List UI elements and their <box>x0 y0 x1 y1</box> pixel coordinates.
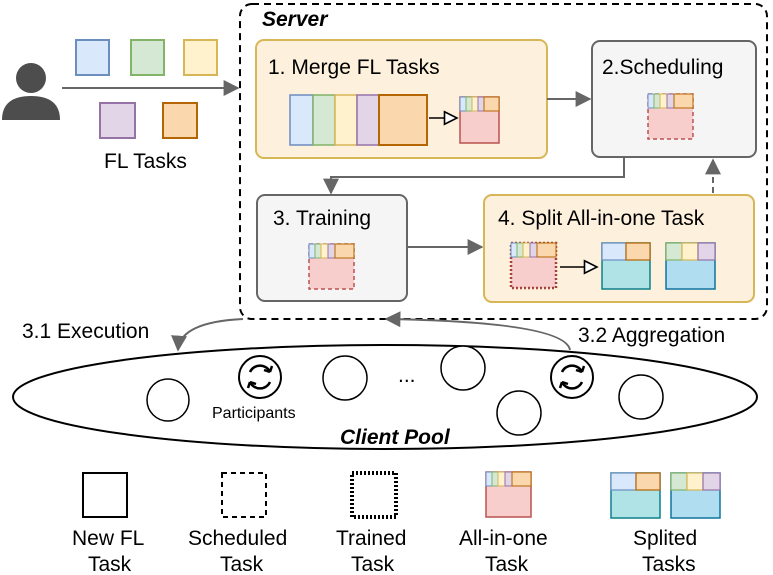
fl-tasks-label: FL Tasks <box>104 150 187 173</box>
legend-all-in-one-line1: All-in-one <box>459 527 548 550</box>
step-merge: 1. Merge FL Tasks <box>255 39 548 159</box>
legend-new-task-line2: Task <box>88 553 132 575</box>
step-split: 4. Split All-in-one Task <box>483 194 755 303</box>
legend-new-task-swatch <box>82 472 128 518</box>
legend: New FL Task Scheduled Task Trained Task … <box>72 471 721 575</box>
fl-task-purple <box>99 102 136 139</box>
server-box <box>239 3 768 320</box>
step-split-label: 4. Split All-in-one Task <box>498 207 705 230</box>
client-pool-title: Client Pool <box>340 426 451 449</box>
aggregation-arrow <box>384 311 571 351</box>
legend-split-line1: Splited <box>633 527 697 550</box>
fl-task-orange <box>162 102 198 139</box>
fl-task-green <box>130 39 165 76</box>
execution-arrow <box>171 318 244 352</box>
fl-task-blue <box>75 39 110 76</box>
legend-all-in-one-swatch <box>485 471 532 518</box>
sync-icon <box>246 364 274 390</box>
participants-label: Participants <box>212 405 296 422</box>
aggregation-label: 3.2 Aggregation <box>578 324 725 347</box>
step-training-label: 3. Training <box>273 207 371 230</box>
legend-new-task-line1: New FL <box>72 527 144 550</box>
step-scheduling: 2.Scheduling <box>591 40 757 158</box>
client-node-participant <box>238 355 282 399</box>
server-title: Server <box>262 8 329 31</box>
sync-icon <box>558 364 586 390</box>
legend-split-swatch <box>610 472 721 519</box>
legend-trained-swatch <box>350 471 398 519</box>
legend-trained-line1: Trained <box>336 527 406 550</box>
fl-task-yellow <box>183 39 218 76</box>
legend-scheduled-line2: Task <box>220 553 264 575</box>
step-merge-label: 1. Merge FL Tasks <box>268 56 440 79</box>
step-training: 3. Training <box>256 194 408 302</box>
legend-all-in-one-line2: Task <box>485 553 529 575</box>
client-node <box>496 390 542 436</box>
client-node <box>618 374 664 420</box>
legend-scheduled-line1: Scheduled <box>188 527 287 550</box>
legend-scheduled-swatch <box>221 472 267 518</box>
client-ellipsis: ... <box>398 364 416 387</box>
legend-trained-line2: Task <box>351 553 395 575</box>
client-node-participant <box>550 355 594 399</box>
user-icon <box>2 63 60 120</box>
step-scheduling-label: 2.Scheduling <box>602 56 723 79</box>
legend-split-line2: Tasks <box>642 553 696 575</box>
fl-tasks-group: FL Tasks <box>75 39 218 173</box>
client-node <box>322 355 368 401</box>
execution-label: 3.1 Execution <box>22 320 149 343</box>
client-node <box>440 345 486 391</box>
client-node <box>146 378 190 422</box>
